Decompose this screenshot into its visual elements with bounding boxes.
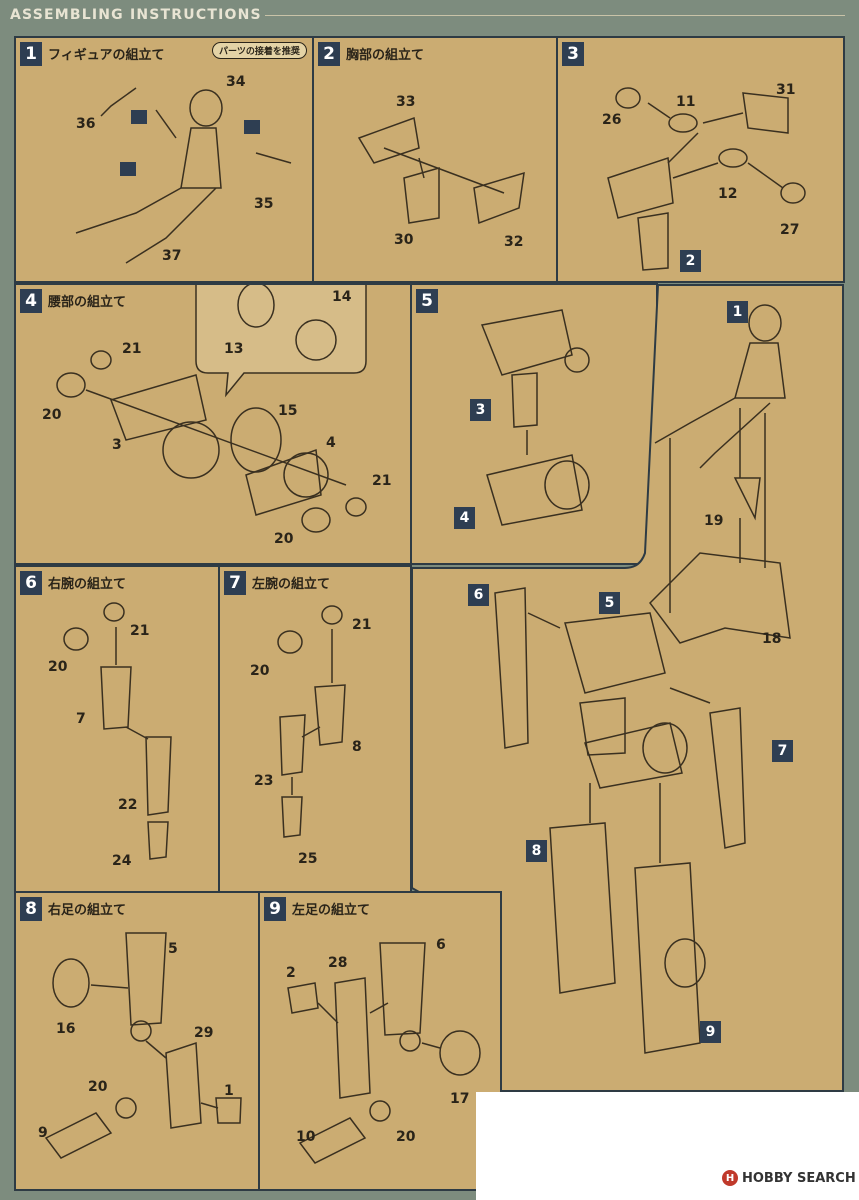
panel-title: 左腕の組立て [252,577,331,592]
part-number: 10 [296,1129,316,1145]
watermark-background [476,1092,859,1200]
part-number: 28 [328,955,348,971]
header-rule [265,15,845,16]
panel-step-6: 6 右腕の組立て 21 20 7 22 24 [14,565,220,893]
sub-assembly-tag: 7 [772,740,793,762]
part-number: 32 [504,234,524,250]
step-number: 1 [20,42,42,66]
part-number: 7 [76,711,86,727]
part-number: 37 [162,248,182,264]
panel-title: 胸部の組立て [346,48,425,63]
part-number: 36 [76,116,96,132]
sub-assembly-tag: 2 [680,250,701,272]
chest-assembly-drawing [607,87,806,271]
part-number: 6 [436,937,446,953]
waist-parts-drawing [56,285,367,533]
panel-title: 腰部の組立て [48,295,127,310]
part-number: 16 [56,1021,76,1037]
right-arm-parts-drawing [63,602,172,860]
watermark-text: HOBBY SEARCH [742,1170,856,1186]
sub-assembly-tag: 4 [454,507,475,529]
torso-assembly-drawing [480,309,590,526]
part-number: 9 [38,1125,48,1141]
sub-assembly-tag: 9 [700,1021,721,1043]
part-number: 20 [88,1079,108,1095]
sub-assembly-tag: 1 [727,301,748,323]
part-number: 24 [112,853,132,869]
part-number: 4 [326,435,336,451]
part-number: 27 [780,222,800,238]
part-number: 20 [48,659,68,675]
part-number: 2 [286,965,296,981]
step-number: 6 [20,571,42,595]
panel-title: フィギュアの組立て [48,48,165,63]
part-number: 21 [122,341,142,357]
panel-step-3: 3 11 31 26 12 27 2 [556,36,845,283]
part-number: 25 [298,851,318,867]
part-number: 19 [704,513,724,529]
panel-step-4: 4 腰部の組立て 14 13 21 20 15 3 4 [14,283,412,565]
sub-assembly-tag: 3 [470,399,491,421]
step-number: 3 [562,42,584,66]
part-number: 30 [394,232,414,248]
panel-title: 右腕の組立て [48,577,127,592]
glue-note: パーツの接着を推奨 [212,42,307,59]
part-number: 34 [226,74,246,90]
panel-title: 左足の組立て [292,903,371,918]
part-number: 8 [352,739,362,755]
panel-step-2: 2 胸部の組立て 33 30 32 [312,36,558,283]
part-number: 3 [112,437,122,453]
step-number: 7 [224,571,246,595]
part-number: 20 [250,663,270,679]
part-number: 21 [130,623,150,639]
step-number: 8 [20,897,42,921]
part-number: 15 [278,403,298,419]
part-number: 18 [762,631,782,647]
part-number: 14 [332,289,352,305]
panel-step-8: 8 右足の組立て 5 16 29 20 1 9 [14,891,260,1191]
left-arm-parts-drawing [277,605,346,838]
step-number: 5 [416,289,438,313]
panel-step-1: 1 フィギュアの組立て パーツの接着を推奨 34 36 35 37 [14,36,314,283]
part-number: 31 [776,82,796,98]
part-number: 20 [274,531,294,547]
figure-parts-drawing [75,87,292,264]
part-number: 5 [168,941,178,957]
part-number: 29 [194,1025,214,1041]
panel-step-5: 5 3 4 [410,283,658,565]
part-number: 13 [224,341,244,357]
panel-step-7: 7 左腕の組立て 21 20 8 23 25 [218,565,412,893]
part-number: 12 [718,186,738,202]
sub-assembly-tag: 5 [599,592,620,614]
part-number: 20 [42,407,62,423]
part-number: 21 [372,473,392,489]
step-number: 4 [20,289,42,313]
sub-assembly-tag: 8 [526,840,547,862]
hobby-search-logo-icon: H [722,1170,738,1186]
part-number: 11 [676,94,696,110]
part-number: 33 [396,94,416,110]
part-number: 26 [602,112,622,128]
watermark: H HOBBY SEARCH [722,1170,856,1186]
panel-step-9: 9 左足の組立て 2 28 6 17 10 20 [258,891,502,1191]
part-number: 17 [450,1091,470,1107]
part-number: 21 [352,617,372,633]
header-title: ASSEMBLING INSTRUCTIONS [10,7,262,23]
part-number: 22 [118,797,138,813]
right-leg-parts-drawing [44,932,242,1159]
part-number: 1 [224,1083,234,1099]
part-number: 23 [254,773,274,789]
left-leg-parts-drawing [287,942,481,1164]
part-number: 35 [254,196,274,212]
chest-parts-drawing [357,116,525,225]
step-number: 9 [264,897,286,921]
header: ASSEMBLING INSTRUCTIONS [10,4,262,26]
step-number: 2 [318,42,340,66]
panel-final-assembly: 1 6 5 7 8 9 19 18 [410,283,845,1093]
panel-title: 右足の組立て [48,903,127,918]
part-number: 20 [396,1129,416,1145]
sub-assembly-tag: 6 [468,584,489,606]
